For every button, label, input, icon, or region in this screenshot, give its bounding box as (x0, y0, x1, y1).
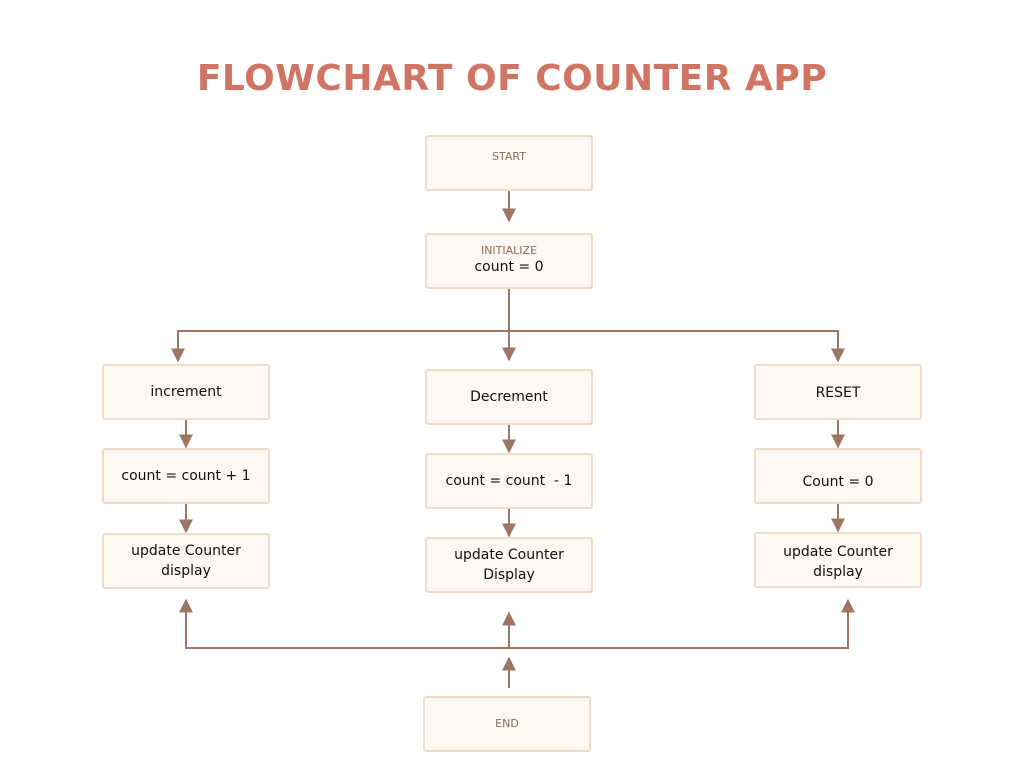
return-connector (179, 598, 855, 649)
increment-update-line1: update Counter (131, 542, 241, 559)
reset-update-line2: display (813, 564, 863, 581)
start-node: START (425, 135, 593, 191)
initialize-label: INITIALIZE (480, 244, 538, 258)
increment-operation: count = count + 1 (121, 467, 251, 484)
end-node: END (423, 696, 591, 752)
reset-label: RESET (815, 385, 861, 401)
increment-label: increment (150, 384, 222, 400)
reset-node: RESET (754, 364, 922, 420)
increment-update-node: update Counter display (102, 533, 270, 589)
decrement-label: Decrement (470, 388, 548, 405)
decrement-update-line1: update Counter (454, 546, 564, 563)
decrement-operation: count = count - 1 (445, 472, 573, 489)
reset-update-line1: update Counter (783, 544, 893, 560)
increment-update-line2: display (161, 563, 211, 579)
increment-node: increment (102, 364, 270, 420)
initialize-node: INITIALIZE count = 0 (425, 233, 593, 289)
decrement-update-line2: Display (483, 567, 535, 583)
decrement-operation-node: count = count - 1 (425, 453, 593, 509)
end-label: END (495, 717, 519, 731)
reset-operation-node: Count = 0 (754, 448, 922, 504)
increment-operation-node: count = count + 1 (102, 448, 270, 504)
flowchart-title: FLOWCHART OF COUNTER APP (196, 58, 828, 99)
reset-update-node: update Counter display (754, 532, 922, 588)
decrement-node: Decrement (425, 369, 593, 425)
decrement-update-node: update Counter Display (425, 537, 593, 593)
initialize-text: count = 0 (474, 259, 544, 276)
reset-operation: Count = 0 (802, 473, 874, 490)
start-label: START (492, 150, 526, 163)
